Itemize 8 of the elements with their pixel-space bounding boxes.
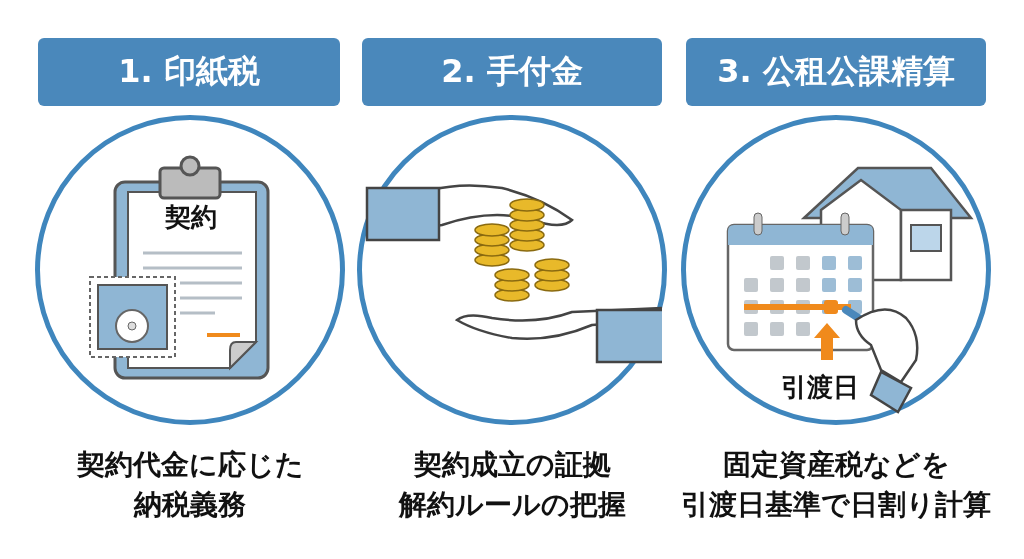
caption-text: 契約代金に応じた納税義務 [75,447,305,523]
header-box: 3. 公租公課精算 [686,38,986,106]
document-title: 契約 [165,201,217,234]
caption-text: 契約成立の証拠解約ルールの把握 [397,447,627,523]
caption-text: 固定資産税などを引渡日基準で日割り計算 [680,447,992,523]
header-box: 2. 手付金 [362,38,662,106]
date-label: 引渡日 [781,371,859,404]
header-box: 1. 印紙税 [38,38,340,106]
